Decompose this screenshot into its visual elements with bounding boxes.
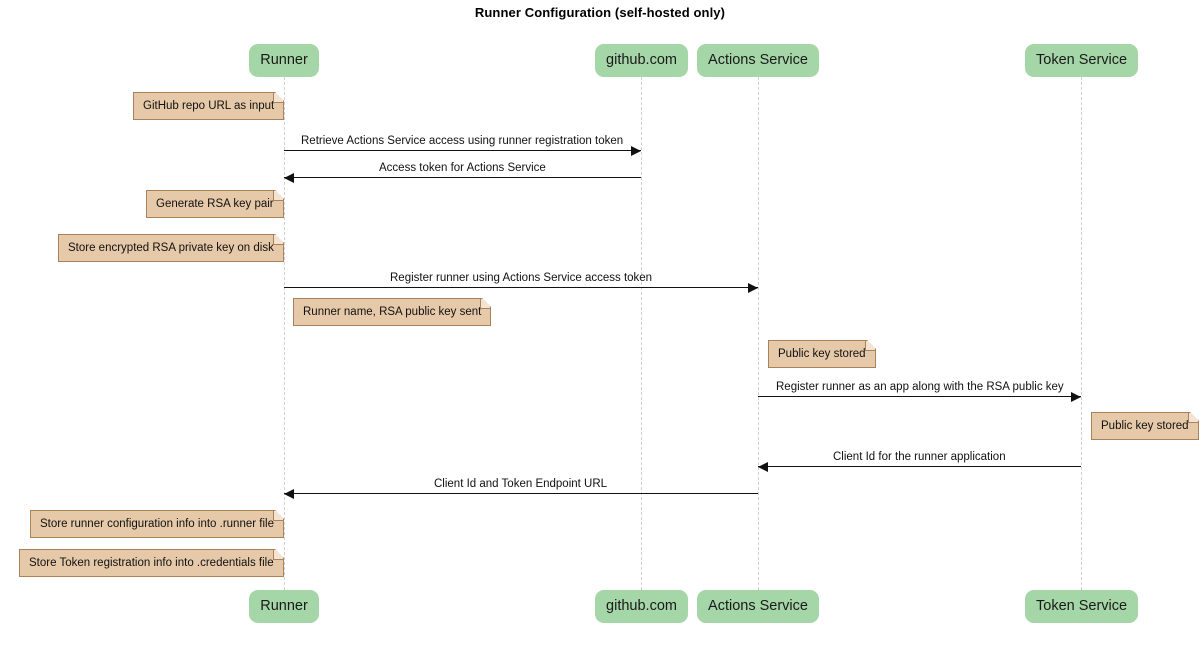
message-label-m3: Register runner using Actions Service ac…: [390, 272, 653, 284]
note-label: Public key stored: [778, 348, 866, 360]
note-label: GitHub repo URL as input: [143, 100, 275, 112]
note-fold-corner-icon: [480, 299, 490, 309]
participant-label: Runner: [260, 598, 308, 614]
participant-label: Actions Service: [708, 598, 808, 614]
note-n2[interactable]: Generate RSA key pair: [146, 190, 284, 218]
note-n8[interactable]: Store Token registration info into .cred…: [19, 549, 284, 577]
note-label: Store Token registration info into .cred…: [29, 557, 274, 569]
message-label-m1: Retrieve Actions Service access using ru…: [301, 135, 624, 147]
note-label: Public key stored: [1101, 420, 1189, 432]
note-n3[interactable]: Store encrypted RSA private key on disk: [58, 234, 284, 262]
arrowhead-left-icon: [758, 461, 768, 472]
arrowhead-right-icon: [1071, 391, 1081, 402]
lifeline-runner: [284, 77, 285, 590]
lifeline-github: [641, 77, 642, 590]
note-fold-corner-icon: [273, 191, 283, 201]
participant-label: github.com: [606, 598, 677, 614]
message-line-m6[interactable]: [284, 493, 758, 494]
arrowhead-left-icon: [284, 172, 294, 183]
participant-token-bottom[interactable]: Token Service: [1025, 590, 1138, 623]
message-label-m5: Client Id for the runner application: [833, 451, 1006, 463]
note-fold-corner-icon: [273, 550, 283, 560]
participant-actions-bottom[interactable]: Actions Service: [697, 590, 819, 623]
participant-label: Runner: [260, 52, 308, 68]
note-fold-corner-icon: [1188, 413, 1198, 423]
participant-github-top[interactable]: github.com: [595, 44, 688, 77]
note-label: Store runner configuration info into .ru…: [40, 518, 274, 530]
participant-token-top[interactable]: Token Service: [1025, 44, 1138, 77]
message-label-m6: Client Id and Token Endpoint URL: [434, 478, 608, 490]
note-label: Store encrypted RSA private key on disk: [68, 242, 274, 254]
participant-runner-top[interactable]: Runner: [249, 44, 319, 77]
note-fold-corner-icon: [273, 93, 283, 103]
note-fold-corner-icon: [273, 235, 283, 245]
note-n4[interactable]: Runner name, RSA public key sent: [293, 298, 491, 326]
participant-label: Actions Service: [708, 52, 808, 68]
message-line-m2[interactable]: [284, 177, 641, 178]
participant-runner-bottom[interactable]: Runner: [249, 590, 319, 623]
message-line-m3[interactable]: [284, 287, 758, 288]
participant-label: Token Service: [1036, 52, 1128, 68]
message-line-m5[interactable]: [758, 466, 1081, 467]
participant-label: github.com: [606, 52, 677, 68]
lifeline-token: [1081, 77, 1082, 590]
note-fold-corner-icon: [865, 341, 875, 351]
participant-actions-top[interactable]: Actions Service: [697, 44, 819, 77]
arrowhead-right-icon: [748, 282, 758, 293]
note-label: Generate RSA key pair: [156, 198, 274, 210]
note-n5[interactable]: Public key stored: [768, 340, 876, 368]
arrowhead-left-icon: [284, 488, 294, 499]
message-label-m2: Access token for Actions Service: [379, 162, 546, 174]
note-n6[interactable]: Public key stored: [1091, 412, 1199, 440]
note-label: Runner name, RSA public key sent: [303, 306, 482, 318]
participant-label: Token Service: [1036, 598, 1128, 614]
note-fold-corner-icon: [273, 511, 283, 521]
arrowhead-right-icon: [631, 145, 641, 156]
message-label-m4: Register runner as an app along with the…: [776, 381, 1064, 393]
note-n1[interactable]: GitHub repo URL as input: [133, 92, 284, 120]
note-n7[interactable]: Store runner configuration info into .ru…: [30, 510, 284, 538]
participant-github-bottom[interactable]: github.com: [595, 590, 688, 623]
message-line-m4[interactable]: [758, 396, 1081, 397]
lifeline-actions: [758, 77, 759, 590]
page-title: Runner Configuration (self-hosted only): [474, 5, 726, 20]
message-line-m1[interactable]: [284, 150, 641, 151]
